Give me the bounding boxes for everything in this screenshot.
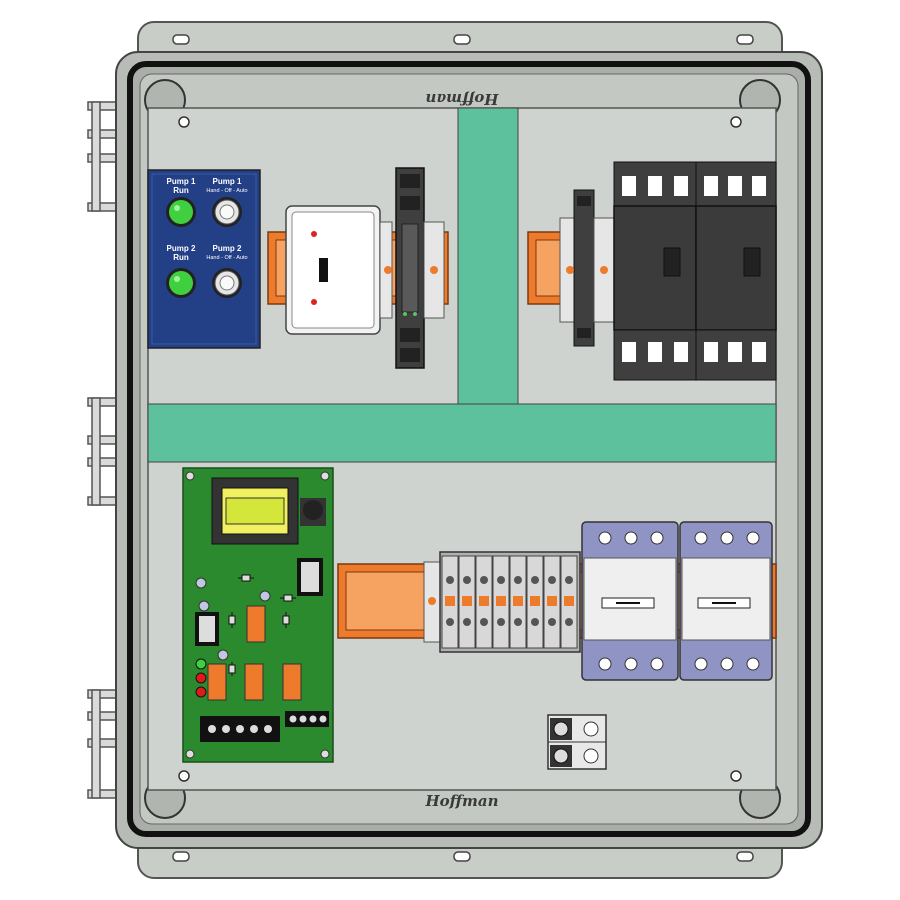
pump1-hoa-label-line2: Hand - Off - Auto — [206, 188, 247, 194]
terminal-block-upper-right — [559, 189, 615, 347]
circuit-breaker-2 — [679, 521, 773, 681]
pump2-run-pilot-light — [166, 268, 196, 298]
pump1-run-label-line2: Run — [173, 186, 189, 195]
terminal-block-strip — [423, 551, 581, 653]
power-supply-module — [285, 205, 393, 335]
pump2-run-label-line2: Run — [173, 253, 189, 262]
relay-2 — [207, 663, 227, 701]
status-led-red-1 — [195, 672, 207, 684]
door-hinges — [87, 101, 117, 799]
pump1-run-pilot-light — [166, 197, 196, 227]
pump2-run-label-line1: Pump 2 — [167, 244, 196, 253]
pump1-hoa-selector-switch[interactable] — [212, 197, 242, 227]
pump2-hoa-selector-switch[interactable] — [212, 268, 242, 298]
pump1-run-label-line1: Pump 1 — [167, 177, 196, 186]
brand-logo-top: Hoffman — [425, 90, 499, 108]
relay-4 — [282, 663, 302, 701]
ground-lug — [547, 714, 607, 770]
brand-logo-bottom: Hoffman — [424, 792, 498, 810]
motor-contactor-1 — [613, 161, 697, 381]
motor-contactor-2 — [695, 161, 777, 381]
status-led-green — [195, 658, 207, 670]
pump2-hoa-label-line2: Hand - Off - Auto — [206, 255, 247, 261]
relay-1 — [246, 605, 266, 643]
relay-3 — [244, 663, 264, 701]
wire-duct-vertical — [457, 107, 519, 405]
flange-mounting-slots — [172, 34, 754, 862]
pump1-hoa-label-line1: Pump 1 — [213, 177, 242, 186]
status-led-red-2 — [195, 686, 207, 698]
pump-controller-board — [182, 467, 334, 763]
pcb-terminal-strip-right — [285, 711, 329, 727]
back-panel-mounting-holes — [178, 116, 742, 782]
fuse-holder — [384, 167, 445, 369]
pump2-hoa-label-line1: Pump 2 — [213, 244, 242, 253]
operator-panel: Pump 1 Run Pump 1 Hand - Off - Auto Pump… — [147, 169, 261, 349]
wire-duct-horizontal — [147, 403, 777, 463]
circuit-breaker-1 — [581, 521, 679, 681]
